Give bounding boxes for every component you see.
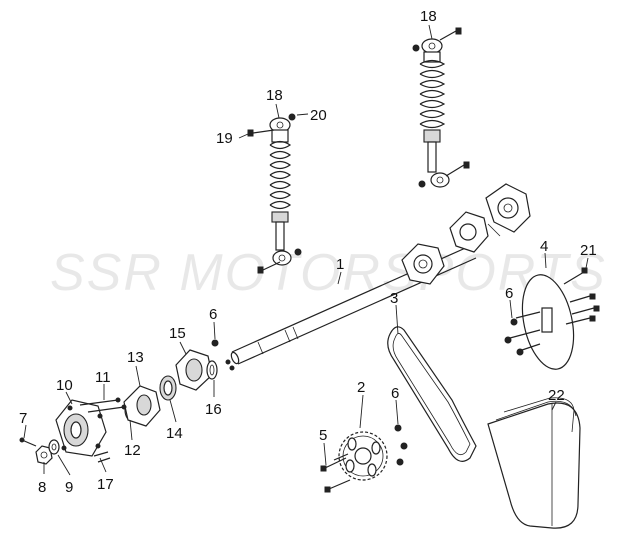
bolts-11-17: [79, 397, 127, 463]
label-3: 3: [390, 290, 398, 307]
label-18-right: 18: [420, 8, 437, 25]
label-19: 19: [216, 130, 233, 147]
cotter-pin-7: [19, 437, 37, 447]
bolt-upper-right: [412, 27, 462, 52]
seal-16: [206, 360, 218, 380]
part-number-labels: 1 2 3 4 5 6 6 6 7 8 9 10 11 12 13 14 15 …: [19, 8, 597, 496]
sprocket-bolts-5: [320, 453, 351, 493]
label-2: 2: [357, 379, 365, 396]
label-13: 13: [127, 349, 144, 366]
label-6-left: 6: [209, 306, 217, 323]
hub-flange-10: [55, 399, 107, 457]
bearing-housing-13: [123, 385, 161, 427]
label-12: 12: [124, 442, 141, 459]
nut-20-left: [288, 113, 296, 121]
label-21: 21: [580, 242, 597, 259]
bolt-19-left: [247, 129, 275, 137]
bolt-lower-right: [418, 161, 470, 188]
label-6-disc: 6: [505, 285, 513, 302]
label-10: 10: [56, 377, 73, 394]
bolt-lower-left: [257, 248, 302, 274]
shock-absorber-right: [419, 38, 450, 188]
disc-bolts-21: [563, 267, 600, 325]
washer-9: [48, 439, 60, 455]
axle-hub-assembly: [401, 183, 531, 285]
bearing-carrier-15: [175, 349, 213, 391]
sprocket-2: [338, 431, 388, 481]
bearing-14: [159, 375, 177, 401]
drive-chain-3: [387, 326, 477, 462]
label-15: 15: [169, 325, 186, 342]
label-14: 14: [166, 425, 183, 442]
watermark: SSR MOTORSPORTS: [50, 244, 607, 302]
nut-8: [35, 445, 53, 465]
label-8: 8: [38, 479, 46, 496]
label-6-sprocket: 6: [391, 385, 399, 402]
label-11: 11: [95, 369, 111, 386]
label-4: 4: [540, 238, 548, 255]
label-9: 9: [65, 479, 73, 496]
label-16: 16: [205, 401, 222, 418]
label-22: 22: [548, 387, 565, 404]
shock-absorber-left: [269, 117, 292, 266]
label-7: 7: [19, 410, 27, 427]
label-17: 17: [97, 476, 114, 493]
label-20: 20: [310, 107, 327, 124]
label-18-left: 18: [266, 87, 283, 104]
small-hardware-6-left: [211, 339, 235, 371]
sprocket-nuts-6: [394, 424, 408, 466]
chain-guard-22: [487, 397, 581, 529]
disc-nuts-6: [504, 311, 541, 356]
leader-lines: [23, 24, 589, 476]
label-1: 1: [336, 256, 344, 273]
label-5: 5: [319, 427, 327, 444]
